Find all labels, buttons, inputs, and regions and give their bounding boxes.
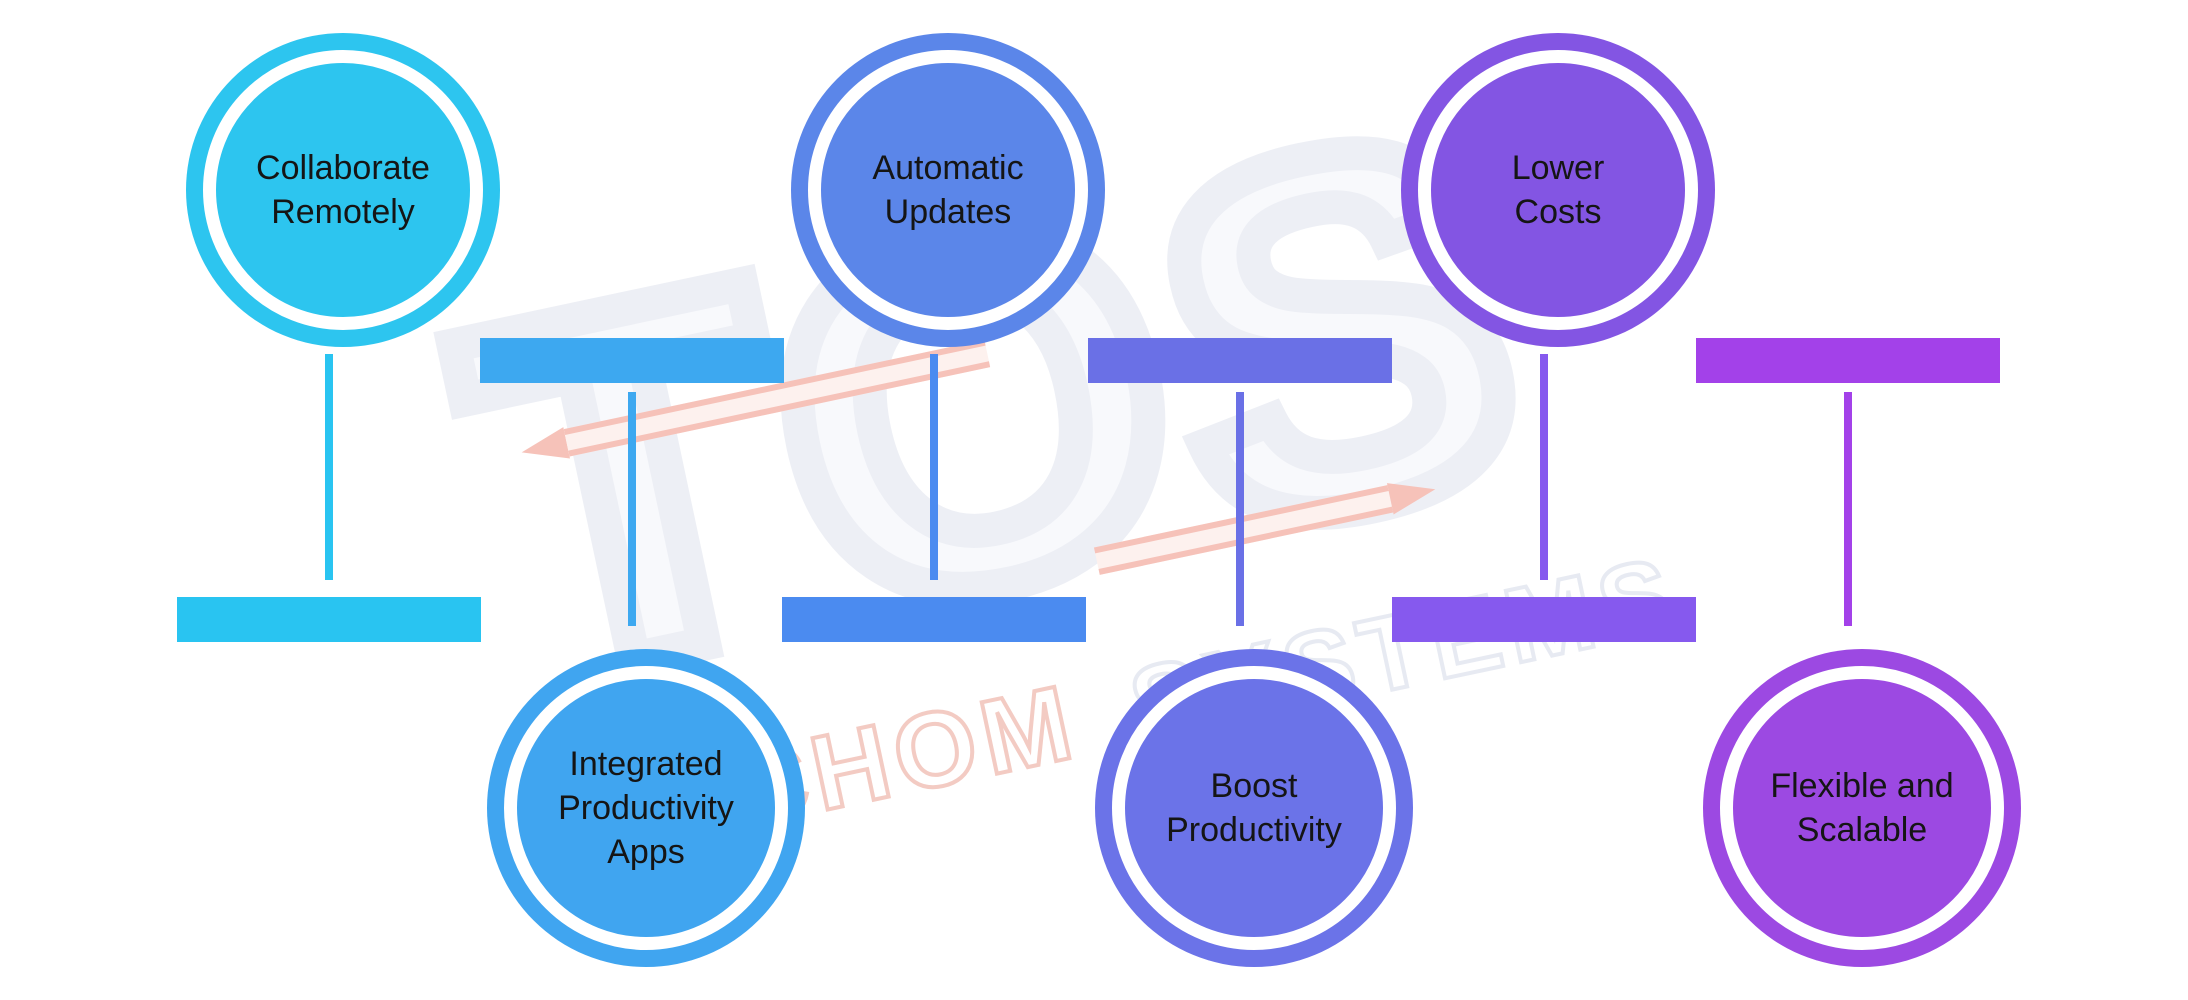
benefit-circle: Automatic Updates: [791, 33, 1105, 347]
benefit-label: Boost Productivity: [1166, 766, 1342, 849]
timeline-bar: [480, 338, 784, 383]
benefit-circle: Collaborate Remotely: [186, 33, 500, 347]
benefit-circle: Lower Costs: [1401, 33, 1715, 347]
benefit-circle: Boost Productivity: [1095, 649, 1413, 967]
benefit-circle: Flexible and Scalable: [1703, 649, 2021, 967]
benefit-label: Automatic Updates: [872, 148, 1024, 231]
benefit-circle: Integrated Productivity Apps: [487, 649, 805, 967]
connector-line: [930, 354, 938, 580]
connector-line: [1540, 354, 1548, 580]
benefit-label: Flexible and Scalable: [1770, 766, 1954, 849]
benefit-circle-inner: Boost Productivity: [1112, 666, 1396, 950]
arrow-head-right: [1386, 473, 1439, 515]
benefit-label: Lower Costs: [1511, 148, 1605, 231]
benefit-circle-inner: Flexible and Scalable: [1720, 666, 2004, 950]
benefit-circle-inner: Collaborate Remotely: [203, 50, 483, 330]
timeline-bar: [1392, 597, 1696, 642]
connector-line: [1236, 392, 1244, 626]
timeline-bar: [1696, 338, 2000, 383]
timeline-bar: [782, 597, 1086, 642]
benefit-label: Integrated Productivity Apps: [558, 744, 734, 872]
logo-arrow-right-icon: [1093, 473, 1439, 577]
connector-line: [628, 392, 636, 626]
connector-line: [325, 354, 333, 580]
timeline-bar: [1088, 338, 1392, 383]
benefit-circle-inner: Lower Costs: [1418, 50, 1698, 330]
benefit-label: Collaborate Remotely: [256, 148, 430, 231]
arrow-head-left: [518, 427, 570, 469]
benefit-circle-inner: Integrated Productivity Apps: [504, 666, 788, 950]
connector-line: [1844, 392, 1852, 626]
benefit-circle-inner: Automatic Updates: [808, 50, 1088, 330]
timeline-bar: [177, 597, 481, 642]
